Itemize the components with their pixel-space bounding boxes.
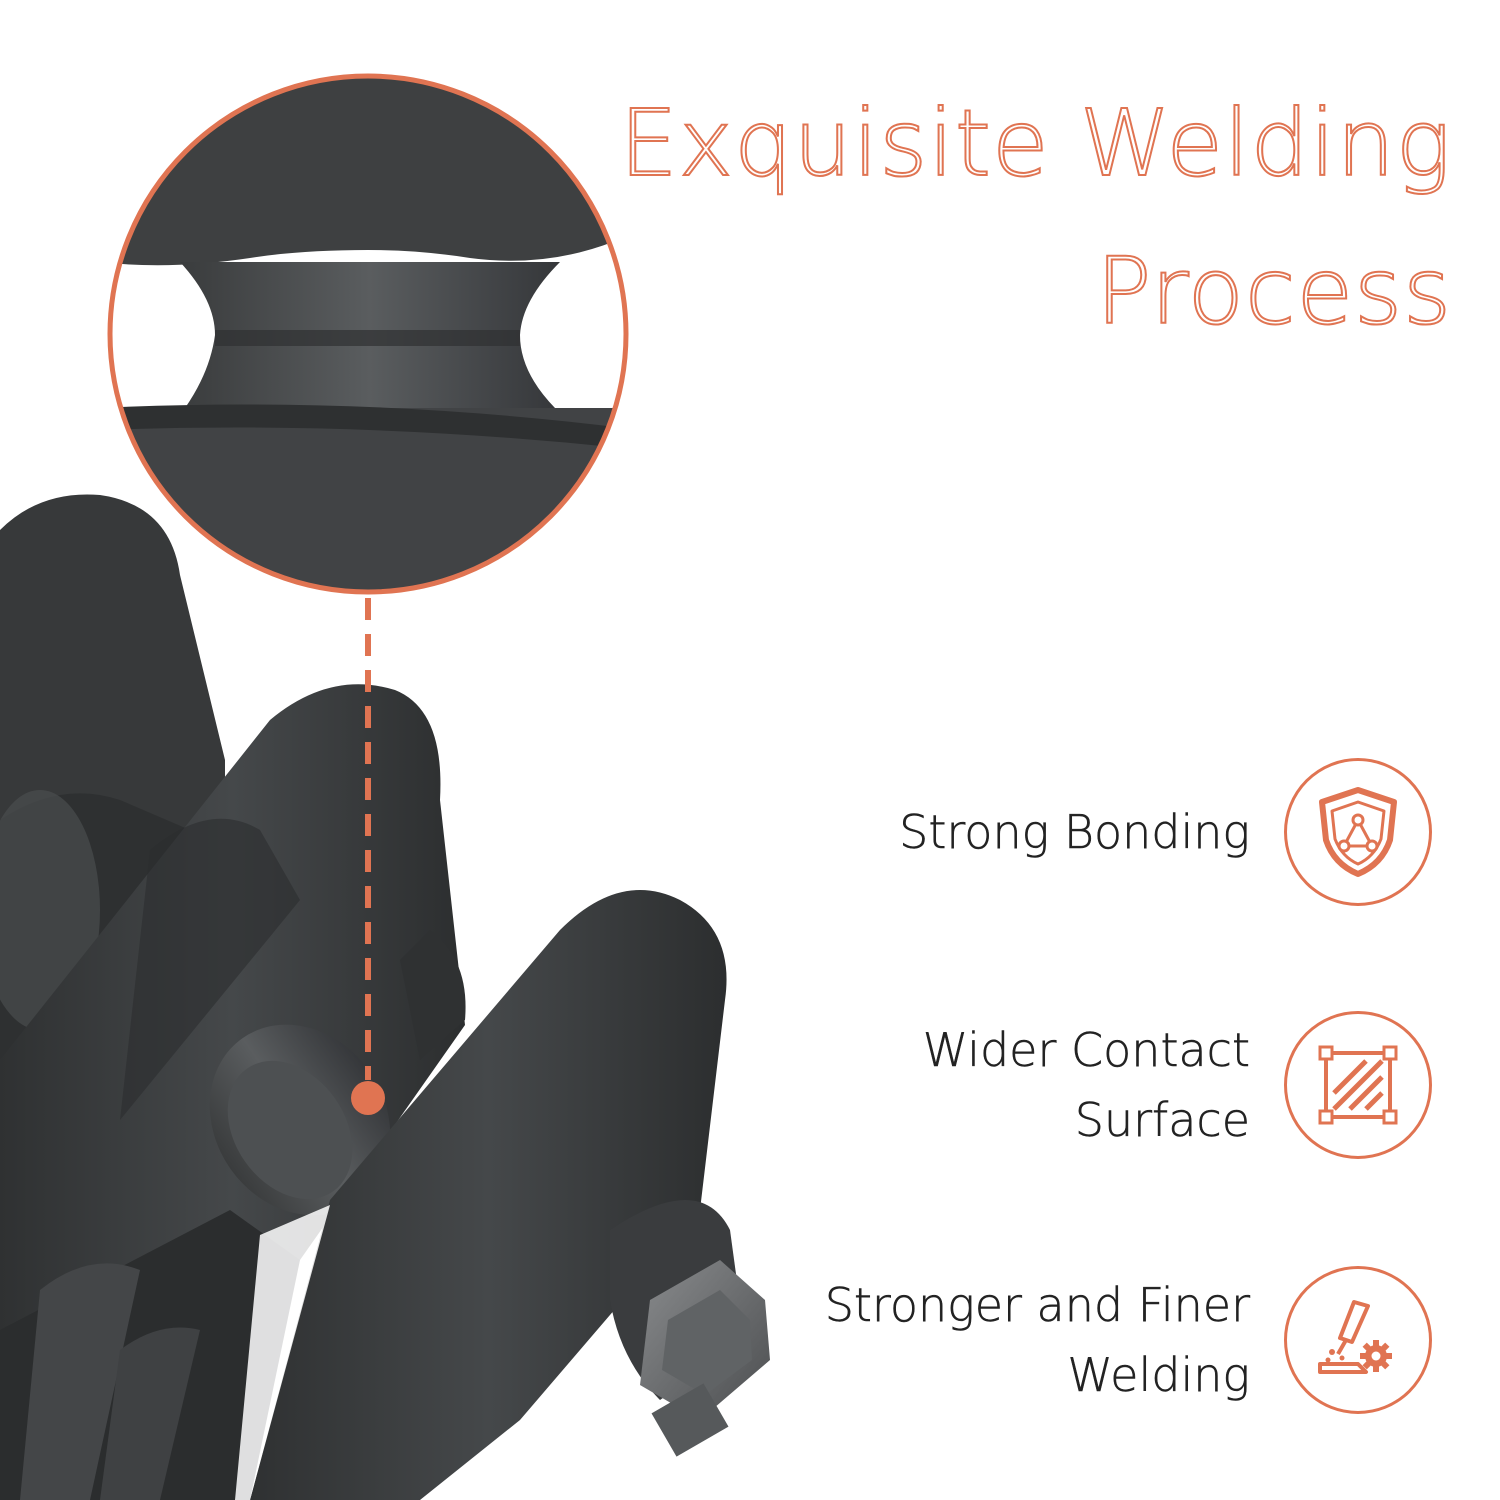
page-title-line-1: Exquisite Welding [619,89,1452,198]
zoom-detail [107,73,629,595]
radiator-column-front [0,890,727,1500]
feature-label-line-2: Welding [1067,1348,1250,1403]
feature-stronger-finer-welding: Stronger and Finer Welding [792,1260,1432,1420]
feature-label: Wider Contact Surface [922,1015,1250,1155]
feature-label-line-1: Stronger and Finer [824,1278,1250,1333]
feature-label-line-1: Strong Bonding [899,805,1250,860]
valve-bolt [610,1200,770,1457]
welding-gear-icon [1284,1266,1432,1414]
feature-label-line-1: Wider Contact [922,1023,1250,1078]
feature-wider-contact-surface: Wider Contact Surface [792,1005,1432,1165]
feature-label: Stronger and Finer Welding [824,1270,1250,1410]
weld-joint [209,1024,391,1216]
page-title: Exquisite Welding Process [552,70,1452,366]
callout-leader [351,598,385,1115]
feature-label: Strong Bonding [899,797,1250,867]
shield-network-icon [1284,758,1432,906]
surface-area-icon [1284,1011,1432,1159]
feature-label-line-2: Surface [1074,1093,1250,1148]
feature-strong-bonding: Strong Bonding [792,752,1432,912]
page-title-line-2: Process [1095,237,1452,346]
